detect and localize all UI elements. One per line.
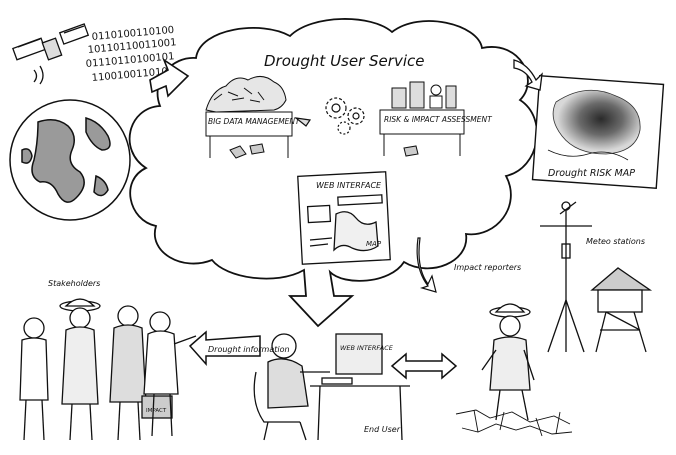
impact-reporter-figure [481, 303, 535, 421]
data-flow-arrow [149, 57, 190, 98]
windmast-icon [540, 201, 592, 353]
end-user-figure [253, 333, 410, 441]
reporter-arrow [416, 237, 437, 293]
big-data-pile [205, 76, 293, 159]
stakeholders-label: Stakeholders [48, 279, 100, 288]
risk-map [531, 75, 665, 189]
meteo-label: Meteo stations [586, 237, 645, 246]
impact-reporters-label: Impact reporters [454, 263, 521, 272]
watchtower-icon [590, 267, 653, 353]
cracked-soil [455, 409, 573, 437]
end-user-label: End User [364, 425, 401, 434]
web-interface-window [297, 171, 391, 265]
briefcase-text: IMPACT [146, 408, 167, 414]
big-data-label: BIG DATA MANAGEMENT [208, 117, 301, 126]
satellite-icon [12, 23, 90, 85]
map-flow-arrow [513, 59, 543, 91]
risk-map-label: Drought RISK MAP [548, 168, 635, 179]
drought-information-label: Drought information [208, 345, 290, 354]
service-title: Drought User Service [264, 52, 424, 70]
web-interface-map-label: MAP [366, 240, 382, 248]
globe-icon [9, 99, 131, 221]
double-arrow-icon [390, 352, 458, 380]
risk-assessment-desk [379, 81, 465, 157]
web-interface-title: WEB INTERFACE [316, 181, 382, 190]
stakeholders-group [19, 298, 197, 441]
drought-information-arrow [188, 330, 261, 366]
gears-icon [293, 97, 365, 135]
end-user-screen-text: WEB INTERFACE [340, 344, 394, 352]
risk-assessment-label: RISK & IMPACT ASSESSMENT [384, 115, 493, 124]
